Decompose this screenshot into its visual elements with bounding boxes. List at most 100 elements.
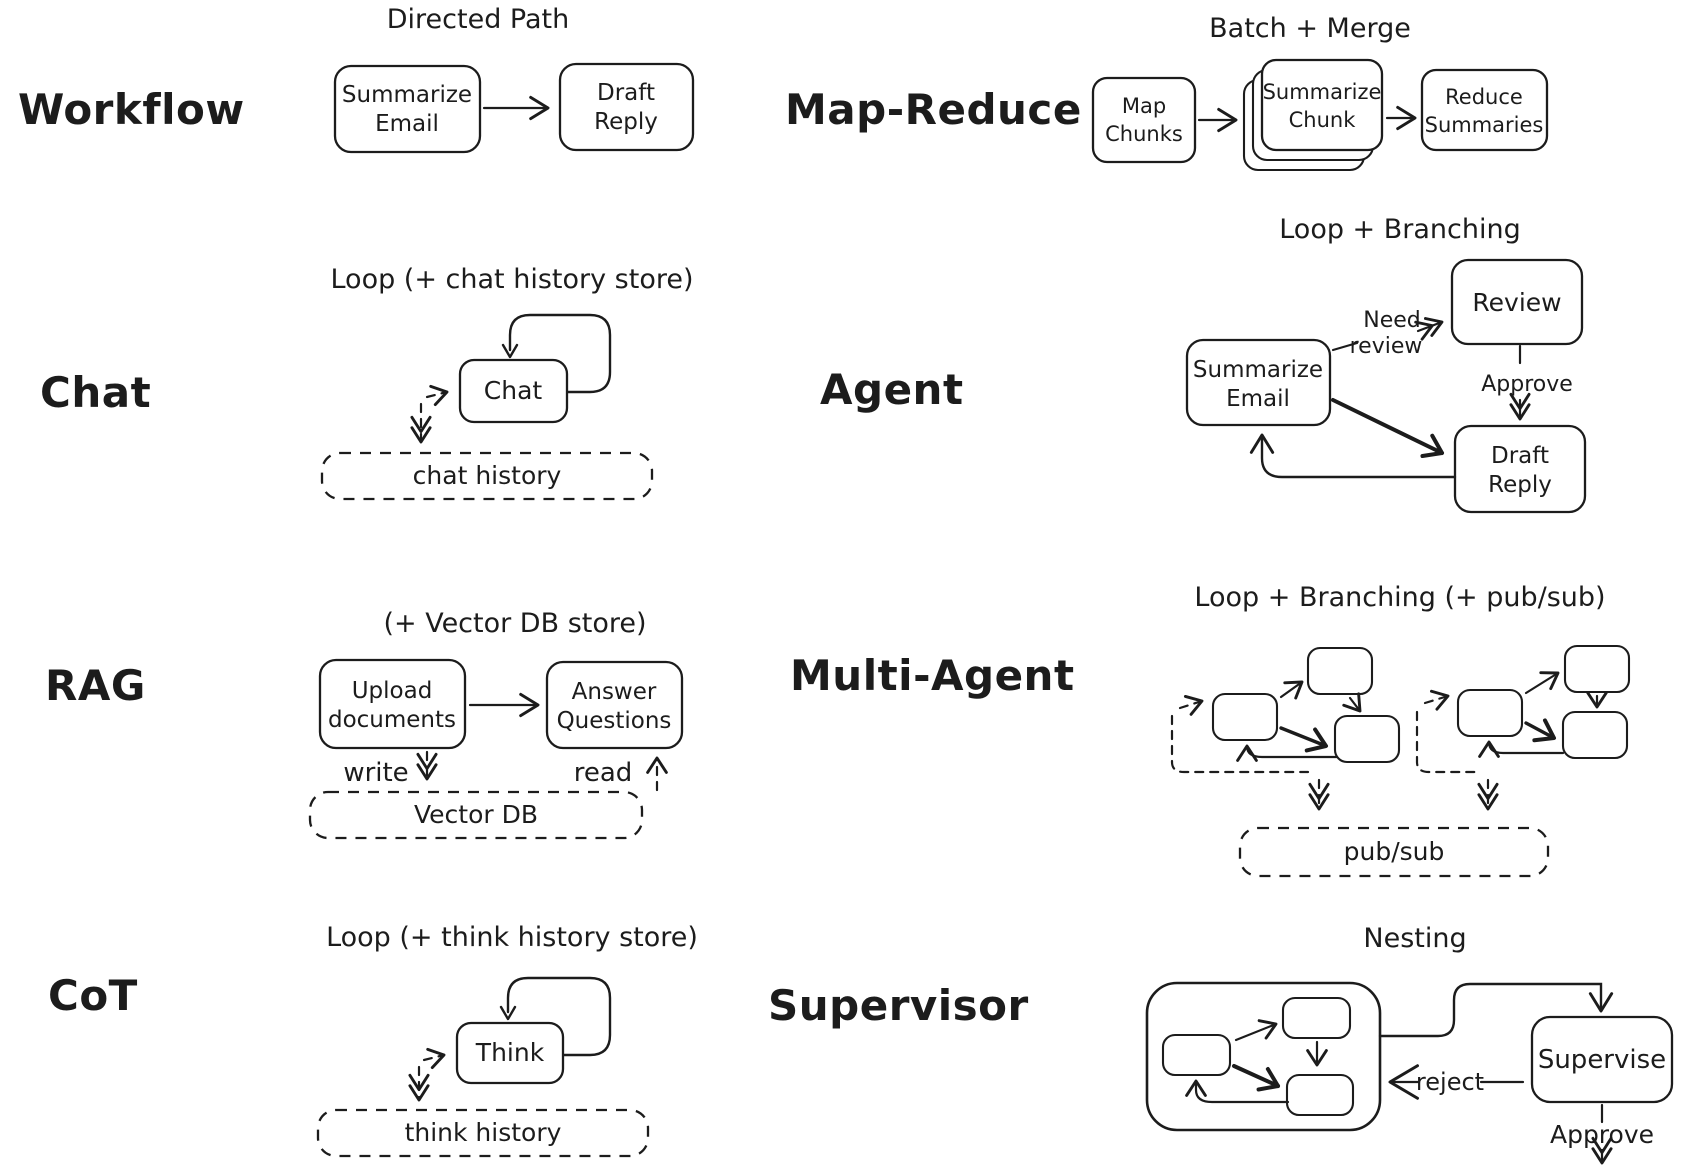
supervisor-inner-bottom-node [1285,1073,1355,1117]
agent-need-review-arrow [1414,317,1444,341]
summarize-chunk-text-2: Chunk [1289,108,1357,132]
workflow-summarize-email-text-1: Summarize [342,82,472,108]
workflow-label: Workflow [18,85,245,134]
reduce-summaries-text-1: Reduce [1445,85,1523,109]
chat-title: Loop (+ chat history store) [330,264,693,295]
cluster1-left-node [1211,692,1279,742]
pubsub-store [1238,826,1550,878]
section-multi-agent: Loop + Branching (+ pub/sub) Multi-Agent [790,582,1631,878]
reduce-summaries-text-2: Summaries [1425,113,1544,137]
map-chunks-text-1: Map [1122,94,1166,118]
rag-write-label: write [343,758,408,788]
workflow-draft-reply-text-1: Draft [597,80,655,106]
map-reduce-title: Batch + Merge [1209,13,1411,44]
cot-title: Loop (+ think history store) [326,922,698,953]
cot-label: CoT [48,971,138,1020]
chat-history-store-text: chat history [413,461,562,490]
supervise-node [1530,1015,1674,1104]
cluster2-top-node [1563,644,1631,694]
vector-db-store-text: Vector DB [414,800,538,829]
cluster1-up-arrow [1279,680,1304,700]
section-supervisor: Nesting Supervisor Supervise reject Appr… [768,923,1674,1165]
think-history-store-text: think history [405,1118,562,1147]
chat-history-store [320,451,654,501]
pubsub-store-text: pub/sub [1344,837,1445,866]
think-node-text: Think [475,1038,545,1067]
agent-draft-reply-node [1453,424,1587,514]
supervisor-connector-arrow [1378,982,1614,1038]
vector-db-store [308,790,644,840]
section-chat: Loop (+ chat history store) Chat Chat ch… [40,264,694,501]
workflow-summarize-email-text-2: Email [375,111,439,137]
supervisor-inner-thick-arrow [1232,1064,1280,1092]
chat-self-loop-arrow [508,313,612,394]
chat-label: Chat [40,368,151,417]
cluster1-bottom-node [1333,714,1401,764]
agent-draft-reply-text-1: Draft [1491,443,1549,469]
section-agent: Loop + Branching Agent Summarize Email R… [820,214,1587,514]
rag-upload-text-2: documents [328,707,456,733]
agent-summarize-email-text-1: Summarize [1193,357,1323,383]
cluster2-loop-back [1478,740,1565,758]
agent-approve-label: Approve [1481,372,1573,397]
cluster2-store-in-arrow [1423,689,1450,711]
supervisor-approve-label: Approve [1550,1120,1654,1149]
supervise-node-text: Supervise [1538,1045,1666,1075]
rag-read-label: read [574,758,633,788]
supervisor-reject-label: reject [1416,1068,1484,1096]
cluster2-thick-arrow [1524,718,1556,743]
agent-need-review-dash [1331,341,1359,352]
cot-self-loop-arrow [506,976,612,1057]
agent-need-review-label-2: review [1350,334,1423,359]
multi-agent-cluster-right [1415,644,1631,811]
agent-label: Agent [820,365,964,414]
map-chunks-text-2: Chunks [1105,122,1183,146]
multi-agent-cluster-left [1170,646,1401,811]
map-chunks-node [1091,76,1197,164]
supervisor-inner-loop-back [1185,1079,1290,1104]
think-node [455,1021,565,1085]
workflow-draft-reply-text-2: Reply [594,109,658,135]
cluster2-bottom-node [1561,710,1629,760]
rag-answer-node [545,660,684,750]
agent-draft-arrow [1331,398,1444,459]
cot-self-loop-arrowhead [499,1005,517,1021]
rag-upload-node [318,658,467,750]
agent-loop-back-arrow [1249,433,1457,479]
section-rag: (+ Vector DB store) RAG Upload documents… [45,608,684,840]
cluster1-down-arrow [1342,692,1362,713]
workflow-title: Directed Path [387,4,570,35]
workflow-draft-reply-node [558,62,695,152]
cluster1-store-link [1170,714,1310,774]
supervisor-title: Nesting [1363,923,1466,954]
chat-node [458,358,569,424]
reduce-summaries-node [1420,68,1549,152]
agent-review-node [1450,258,1584,346]
supervisor-inner-top-node [1281,996,1352,1040]
rag-upload-text-1: Upload [352,678,433,704]
supervisor-inner-up-arrow [1234,1019,1278,1042]
cluster1-top-node [1306,646,1374,696]
think-history-store [316,1108,650,1158]
rag-title: (+ Vector DB store) [383,608,646,639]
cluster2-left-node [1456,688,1524,738]
summarize-chunk-node [1260,58,1384,152]
map-reduce-label: Map-Reduce [785,85,1082,134]
agent-title: Loop + Branching [1279,214,1521,245]
agent-draft-reply-text-2: Reply [1488,472,1552,498]
supervisor-label: Supervisor [768,981,1029,1030]
cluster1-loop-back [1236,744,1339,762]
cluster2-store-link [1415,710,1480,774]
cluster1-store-in-arrow [1178,694,1204,716]
rag-answer-text-2: Questions [557,708,672,734]
agent-summarize-email-text-2: Email [1226,386,1290,412]
section-workflow: Directed Path Workflow Summarize Email D… [18,4,695,154]
section-map-reduce: Batch + Merge Map-Reduce Map Chunks Summ… [785,13,1549,172]
cot-store-in-arrow [422,1047,446,1070]
agent-summarize-email-node [1185,338,1332,427]
workflow-summarize-email-node [333,64,482,154]
chat-node-text: Chat [484,376,543,405]
cluster2-up-arrow [1524,671,1560,695]
cluster1-thick-arrow [1279,726,1328,753]
